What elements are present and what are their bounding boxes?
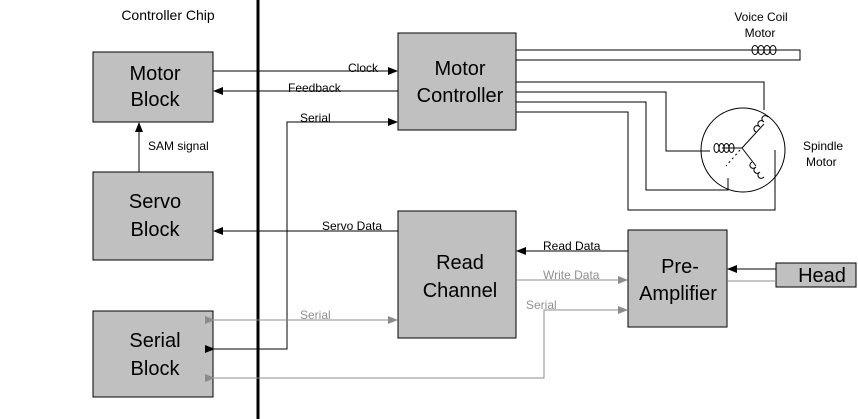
pre-amplifier-block: Pre- Amplifier bbox=[627, 229, 728, 328]
read-data-label: Read Data bbox=[543, 239, 601, 253]
voice-coil-label-1: Voice Coil bbox=[734, 10, 787, 24]
servo-block: Servo Block bbox=[92, 171, 214, 261]
motor-block-label-2: Block bbox=[131, 89, 181, 111]
sam-signal-label: SAM signal bbox=[148, 139, 209, 153]
motor-controller-label-1: Motor bbox=[434, 58, 485, 80]
serial-block-label-2: Block bbox=[131, 358, 181, 380]
serial-pa-label: Serial bbox=[526, 298, 557, 312]
servo-data-label: Servo Data bbox=[322, 219, 382, 233]
write-data-label: Write Data bbox=[543, 268, 600, 282]
serial-pre-amplifier-arrow bbox=[205, 306, 628, 382]
chip-title: Controller Chip bbox=[121, 7, 215, 23]
spindle-motor-wiring bbox=[516, 81, 786, 211]
serial-block-label-1: Serial bbox=[129, 330, 180, 352]
serial-mc-label: Serial bbox=[300, 111, 331, 125]
voice-coil-label-2: Motor bbox=[745, 26, 776, 40]
voice-coil-icon bbox=[751, 45, 777, 55]
read-channel-block: Read Channel bbox=[397, 210, 517, 339]
servo-block-label-1: Servo bbox=[129, 191, 181, 213]
head-block: Head bbox=[775, 262, 857, 288]
motor-block-label-1: Motor bbox=[129, 63, 180, 85]
pre-amplifier-label-2: Amplifier bbox=[639, 283, 717, 305]
serial-block: Serial Block bbox=[92, 310, 214, 398]
voice-coil-wiring bbox=[516, 45, 801, 61]
clock-label: Clock bbox=[348, 61, 379, 75]
head-label: Head bbox=[798, 265, 846, 287]
motor-controller-block: Motor Controller bbox=[397, 32, 517, 131]
spindle-motor-label-1: Spindle bbox=[803, 139, 843, 153]
motor-controller-label-2: Controller bbox=[417, 85, 504, 107]
pre-amplifier-label-1: Pre- bbox=[661, 256, 699, 278]
motor-block: Motor Block bbox=[92, 51, 214, 123]
serial-rc-label: Serial bbox=[300, 308, 331, 322]
read-channel-label-2: Channel bbox=[423, 280, 498, 302]
read-channel-label-1: Read bbox=[436, 252, 484, 274]
feedback-label: Feedback bbox=[288, 81, 342, 95]
servo-block-label-2: Block bbox=[131, 219, 181, 241]
spindle-motor-label-2: Motor bbox=[806, 155, 837, 169]
